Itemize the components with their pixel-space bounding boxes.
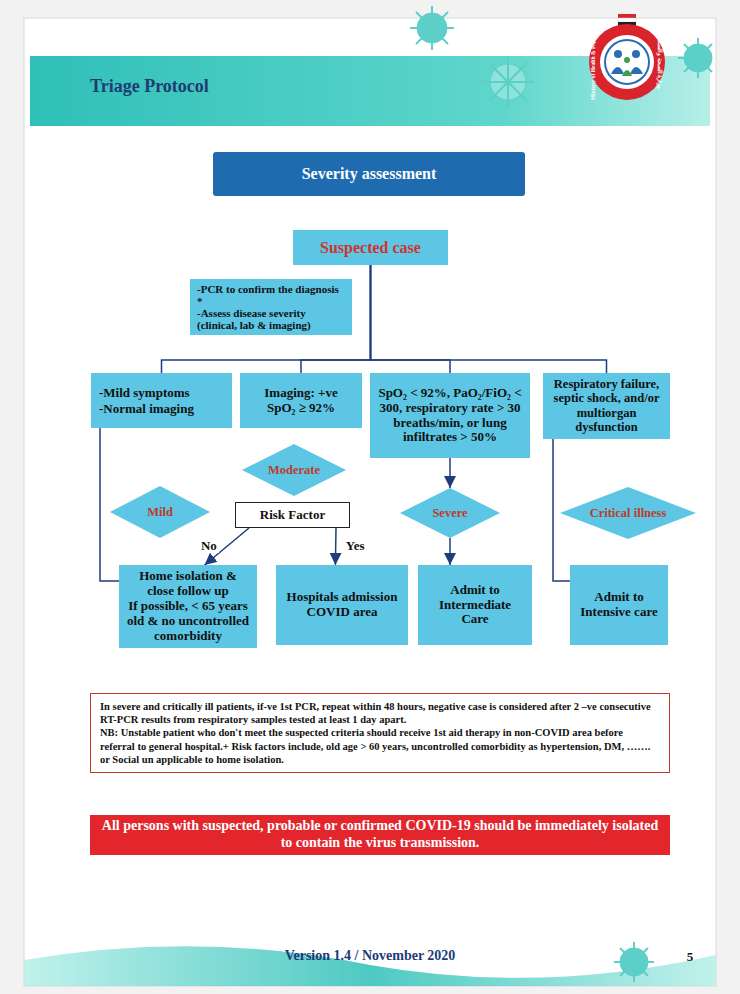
node-text: Home isolation & close follow up (125, 569, 251, 599)
node-text: If possible, < 65 years old & no uncontr… (125, 599, 251, 644)
start-box: Suspected case (293, 230, 448, 265)
version-footer: Version 1.4 / November 2020 (220, 948, 520, 964)
connector (371, 265, 607, 373)
connector (371, 265, 451, 373)
node-text: NB: Unstable patient who don't meet the … (100, 726, 660, 765)
connector (449, 538, 451, 565)
criteria-box: SpO₂ < 92%, PaO₂/FiO₂ < 300, respiratory… (370, 373, 530, 458)
criteria-box: -Mild symptoms-Normal imaging (91, 373, 232, 428)
node-text: Hospitals admission COVID area (282, 590, 402, 620)
outcome-box: Admit to Intensive care (570, 565, 668, 645)
node-text: Severity assessment (302, 165, 437, 183)
footer-wave (24, 946, 716, 986)
node-text: All persons with suspected, probable or … (100, 818, 660, 852)
outcome-box: Hospitals admission COVID area (276, 565, 408, 645)
node-text: Suspected case (320, 239, 421, 257)
page-number: 5 (680, 949, 700, 964)
node-text: Risk Factor (260, 507, 325, 523)
header-box: Severity assessment (213, 152, 525, 196)
node-text: Admit to Intermediate Care (424, 583, 526, 628)
severity-diamond: Severe (400, 488, 500, 538)
severity-diamond: Critical illness (560, 487, 696, 539)
connector (335, 528, 337, 565)
node-text: Moderate (268, 463, 320, 478)
node-text: -PCR to confirm the diagnosis * (197, 283, 345, 307)
node-text: -Assess disease severity (clinical, lab … (197, 307, 345, 331)
note-box: In severe and critically ill patients, i… (90, 693, 670, 773)
node-text: Imaging: +ve (264, 386, 338, 401)
node-text: Severe (432, 506, 467, 521)
severity-diamond: Moderate (242, 444, 346, 496)
criteria-box: Respiratory failure, septic shock, and/o… (543, 373, 670, 439)
info-box: -PCR to confirm the diagnosis *-Assess d… (190, 279, 352, 335)
severity-diamond: Mild (110, 486, 210, 538)
page-sheet (24, 18, 716, 986)
node-text: -Mild symptoms (99, 385, 190, 401)
node-text: Admit to Intensive care (576, 590, 662, 620)
connector (162, 265, 371, 373)
edge-label: No (199, 539, 219, 553)
ministry-logo (589, 14, 665, 100)
page-title: Triage Protocol (90, 76, 209, 97)
outcome-box: Admit to Intermediate Care (418, 565, 532, 645)
warning-banner: All persons with suspected, probable or … (90, 815, 670, 855)
node-text: -Normal imaging (99, 401, 194, 417)
logo-text: Ministry of Health & Population (590, 21, 598, 103)
criteria-box: Imaging: +veSpO₂ ≥ 92% (240, 373, 362, 428)
edge-label: Yes (344, 539, 367, 553)
connector (449, 458, 451, 488)
connector (100, 428, 119, 581)
node-text: SpO₂ ≥ 92% (267, 401, 335, 416)
outcome-box: Home isolation & close follow upIf possi… (119, 565, 257, 648)
logo-text: وزارة الصحة والسكان (656, 21, 664, 103)
decision-box: Risk Factor (235, 502, 350, 528)
connector (553, 439, 570, 582)
node-text: Respiratory failure, septic shock, and/o… (548, 377, 665, 435)
node-text: SpO₂ < 92%, PaO₂/FiO₂ < 300, respiratory… (376, 386, 524, 446)
node-text: Mild (147, 505, 173, 520)
node-text: In severe and critically ill patients, i… (100, 700, 660, 726)
node-text: Critical illness (590, 506, 667, 521)
